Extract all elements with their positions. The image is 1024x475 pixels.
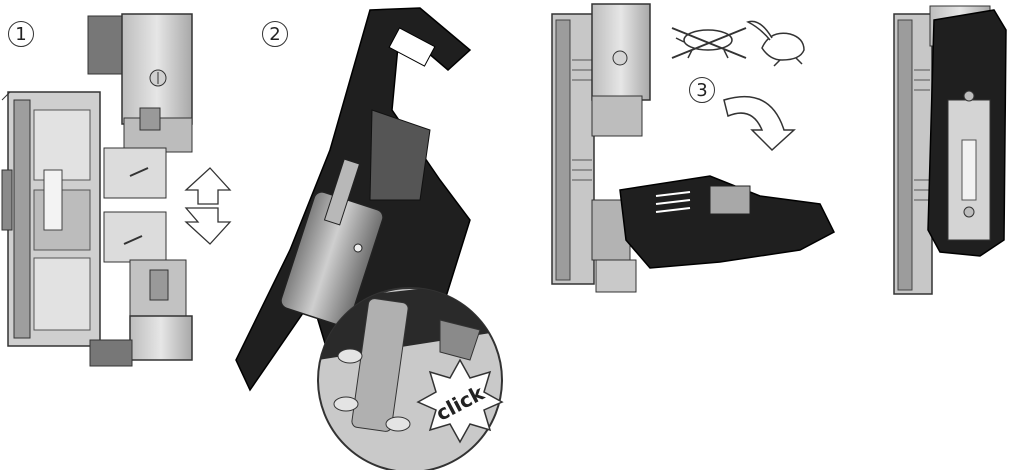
- step-3-badge: 3: [689, 77, 715, 103]
- curved-arrow-icon: [723, 95, 796, 152]
- double-arrow-updown-icon: [184, 167, 232, 245]
- housing-step3: [551, 3, 651, 293]
- handle-closed: [927, 9, 1007, 257]
- step-1-badge: 1: [8, 21, 34, 47]
- base-rail: [1, 91, 101, 347]
- step-2-badge: 2: [262, 21, 288, 47]
- handle-swinging: [619, 175, 835, 269]
- click-starburst: [416, 358, 504, 444]
- carrier-bottom: [89, 211, 193, 367]
- carrier-top: [87, 13, 193, 199]
- rabbit-icon: [746, 20, 805, 67]
- fuse-link: [280, 158, 384, 327]
- turtle-crossed-icon: [671, 27, 747, 59]
